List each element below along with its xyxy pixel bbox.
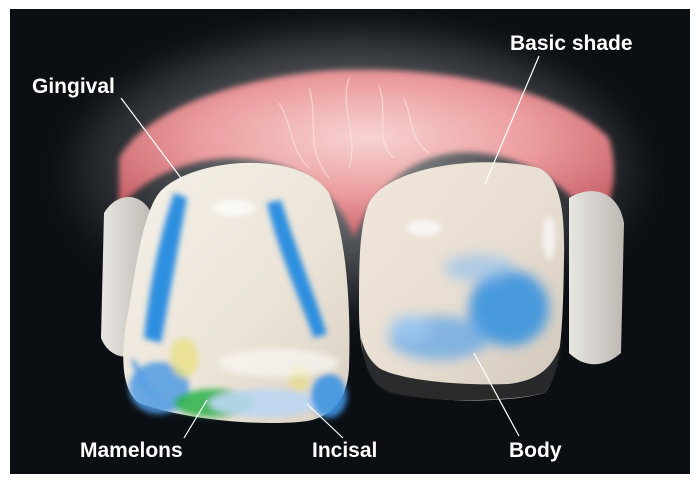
mamelons-label: Mamelons	[80, 440, 183, 461]
body-label: Body	[509, 440, 562, 461]
right-lateral-tooth	[569, 191, 624, 364]
incisal-label: Incisal	[312, 440, 377, 461]
gingival-label: Gingival	[32, 76, 115, 97]
basic-shade-label: Basic shade	[510, 33, 633, 54]
